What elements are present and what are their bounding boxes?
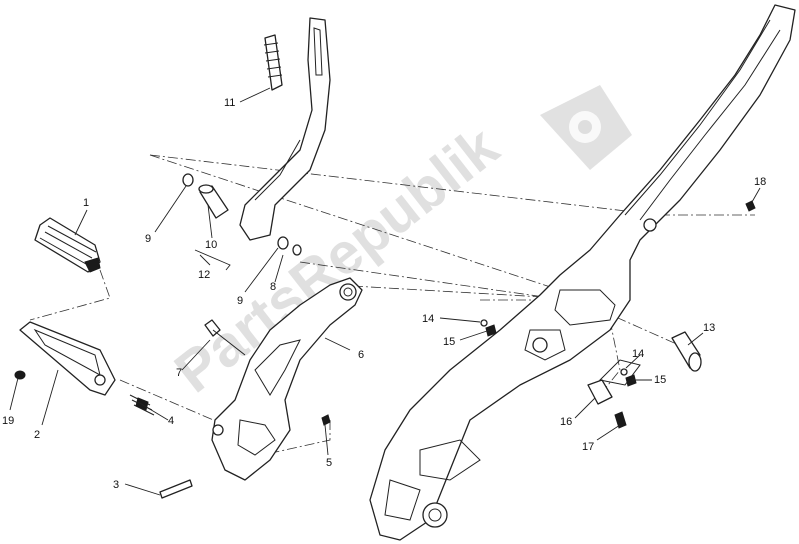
stud: [671, 331, 702, 372]
pedal-rubber: [263, 34, 283, 91]
callout-15b: 15: [654, 374, 666, 386]
fasteners: [480, 319, 637, 387]
callout-16: 16: [560, 416, 572, 428]
pivot-pin: [159, 479, 193, 499]
callout-12: 12: [198, 269, 210, 281]
screw: [614, 411, 627, 429]
small-bolt: [321, 414, 331, 426]
bolt: [204, 319, 246, 356]
callout-3: 3: [113, 479, 119, 491]
callout-18: 18: [754, 176, 766, 188]
callout-11: 11: [224, 97, 235, 109]
callout-1: 1: [83, 197, 89, 209]
brake-pedal-lever: [239, 17, 331, 241]
callout-14a: 14: [422, 313, 434, 325]
callout-19: 19: [2, 415, 14, 427]
frame: [369, 4, 796, 541]
watermark-gear-icon: [540, 85, 632, 170]
screw-top: [745, 200, 756, 212]
callout-5: 5: [326, 457, 332, 469]
footpeg: [19, 321, 116, 396]
plate: [587, 379, 613, 405]
footpeg-bracket: [211, 277, 363, 481]
washers: [182, 173, 302, 256]
callout-labels: 1 2 3 4 5 6 7 8 9 9 10 11 12 13 14 14 15…: [2, 97, 766, 491]
callout-8: 8: [270, 281, 276, 293]
footpeg-rubber: [34, 217, 101, 273]
callout-10: 10: [205, 239, 217, 251]
spring: [129, 394, 155, 416]
callout-9a: 9: [145, 233, 151, 245]
callout-13: 13: [703, 322, 715, 334]
callout-9b: 9: [237, 295, 243, 307]
callout-2: 2: [34, 429, 40, 441]
callout-17: 17: [582, 441, 594, 453]
callout-14b: 14: [632, 348, 644, 360]
callout-4: 4: [168, 415, 174, 427]
callout-15a: 15: [443, 336, 455, 348]
bushing: [198, 184, 229, 219]
callout-6: 6: [358, 349, 364, 361]
callout-7: 7: [176, 367, 182, 379]
spring-pin: [194, 249, 231, 271]
watermark-text: PartsRepublik: [163, 113, 511, 405]
leader-lines: [9, 87, 761, 496]
small-bushing: [14, 370, 26, 380]
